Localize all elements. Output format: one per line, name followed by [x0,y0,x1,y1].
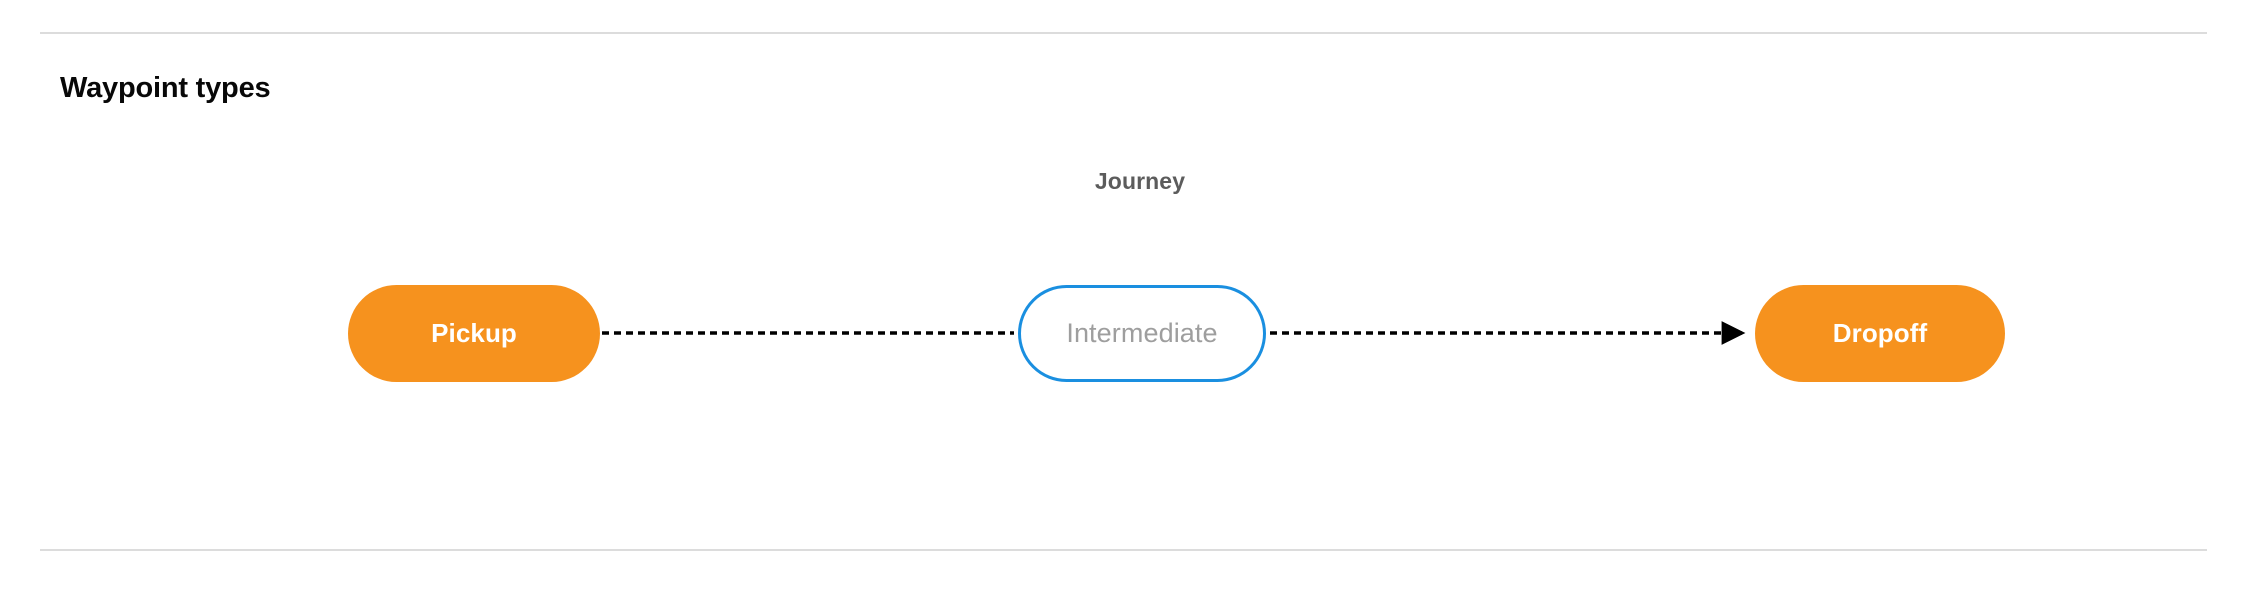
journey-group-label: Journey [1094,168,1186,194]
waypoint-node-dropoff-label: Dropoff [1832,318,1928,348]
divider-bottom [40,549,2207,551]
waypoint-node-pickup-label: Pickup [431,318,517,348]
divider-top [40,32,2207,34]
waypoint-node-intermediate[interactable]: Intermediate [1018,285,1266,382]
page-title: Waypoint types [60,72,271,104]
waypoint-node-pickup[interactable]: Pickup [348,285,600,382]
waypoint-node-intermediate-label: Intermediate [1066,318,1218,348]
waypoint-node-dropoff[interactable]: Dropoff [1755,285,2005,382]
